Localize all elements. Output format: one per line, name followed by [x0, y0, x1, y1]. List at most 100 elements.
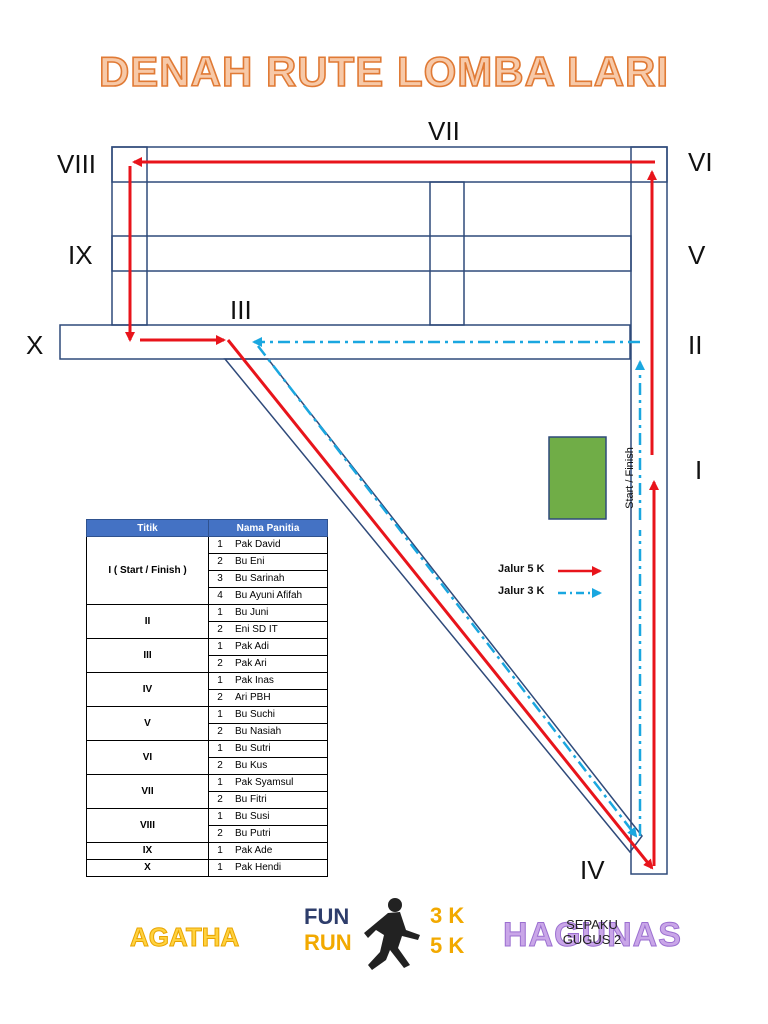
- table-cell-number: 2: [208, 553, 231, 571]
- point-label-vi: VI: [688, 147, 713, 177]
- table-header-nama: Nama Panitia: [208, 519, 328, 537]
- table-cell-name: Bu Sarinah: [231, 570, 328, 588]
- table-cell-number: 2: [208, 655, 231, 673]
- table-cell-name: Pak Ade: [231, 842, 328, 860]
- run-text: RUN: [304, 930, 352, 955]
- legend-5k-label: Jalur 5 K: [498, 563, 545, 575]
- table-cell-point: IV: [86, 672, 209, 707]
- runner-icon: [364, 898, 420, 970]
- table-cell-name: Bu Suchi: [231, 706, 328, 724]
- sepaku-gugus-label: SEPAKU GUGUS 2: [554, 917, 630, 947]
- table-cell-number: 2: [208, 689, 231, 707]
- point-label-x: X: [26, 330, 44, 360]
- table-cell-name: Bu Sutri: [231, 740, 328, 758]
- road-ix: [111, 235, 632, 272]
- road-diagonal: [223, 358, 643, 854]
- table-cell-point: VI: [86, 740, 209, 775]
- point-label-iv: IV: [580, 855, 605, 885]
- table-cell-number: 1: [208, 808, 231, 826]
- route-3k: [252, 337, 645, 838]
- table-cell-number: 2: [208, 723, 231, 741]
- table-cell-number: 1: [208, 672, 231, 690]
- field: [548, 436, 607, 520]
- table-cell-name: Bu Juni: [231, 604, 328, 622]
- table-cell-number: 1: [208, 706, 231, 724]
- table-cell-number: 2: [208, 757, 231, 775]
- point-label-ii: II: [688, 330, 703, 360]
- table-cell-name: Pak Hendi: [231, 859, 328, 877]
- point-label-v: V: [688, 240, 706, 270]
- committee-table: Titik Nama Panitia I ( Start / Finish )1…: [86, 519, 328, 877]
- point-label-vii: VII: [428, 116, 460, 146]
- table-cell-name: Pak Syamsul: [231, 774, 328, 792]
- table-cell-point: V: [86, 706, 209, 741]
- legend-3k-label: Jalur 3 K: [498, 585, 545, 597]
- table-cell-number: 1: [208, 842, 231, 860]
- road-right: [630, 146, 668, 875]
- table-cell-number: 4: [208, 587, 231, 605]
- table-cell-name: Bu Kus: [231, 757, 328, 775]
- table-cell-number: 2: [208, 825, 231, 843]
- table-header-titik: Titik: [86, 519, 209, 537]
- table-cell-point: I ( Start / Finish ): [86, 536, 209, 605]
- table-cell-name: Bu Susi: [231, 808, 328, 826]
- table-cell-number: 1: [208, 604, 231, 622]
- route-5k-seg-iii-iv: [226, 339, 654, 870]
- point-label-iii: III: [230, 295, 252, 325]
- table-cell-point: IX: [86, 842, 209, 860]
- table-cell-number: 1: [208, 536, 231, 554]
- table-cell-name: Pak Ari: [231, 655, 328, 673]
- point-label-ix: IX: [68, 240, 93, 270]
- table-cell-number: 2: [208, 791, 231, 809]
- table-cell-number: 3: [208, 570, 231, 588]
- table-cell-point: VII: [86, 774, 209, 809]
- hagunas-logo: HAGUNAS: [503, 916, 682, 955]
- fun-text: FUN: [304, 904, 350, 929]
- table-cell-name: Ari PBH: [231, 689, 328, 707]
- table-cell-name: Bu Ayuni Afifah: [231, 587, 328, 605]
- table-cell-name: Bu Fitri: [231, 791, 328, 809]
- table-cell-name: Eni SD IT: [231, 621, 328, 639]
- table-cell-number: 1: [208, 740, 231, 758]
- route-3k-seg-iii-iv: [257, 345, 638, 838]
- start-finish-label: Start / Finish: [624, 447, 636, 509]
- agatha-logo: AGATHA: [129, 922, 240, 953]
- table-cell-number: 2: [208, 621, 231, 639]
- table-cell-name: Pak Inas: [231, 672, 328, 690]
- table-cell-number: 1: [208, 638, 231, 656]
- distance-3k: 3 K: [430, 903, 465, 928]
- road-middle-v: [429, 181, 465, 326]
- point-label-viii: VIII: [57, 149, 97, 179]
- table-cell-name: Pak David: [231, 536, 328, 554]
- table-cell-point: II: [86, 604, 209, 639]
- table-cell-name: Pak Adi: [231, 638, 328, 656]
- page-title: DENAH RUTE LOMBA LARI: [98, 47, 670, 96]
- table-cell-name: Bu Eni: [231, 553, 328, 571]
- route-5k: [125, 157, 659, 870]
- table-cell-name: Bu Putri: [231, 825, 328, 843]
- table-cell-number: 1: [208, 859, 231, 877]
- table-cell-name: Bu Nasiah: [231, 723, 328, 741]
- distance-5k: 5 K: [430, 933, 465, 958]
- sepaku-line2: GUGUS 2: [562, 932, 622, 947]
- table-cell-point: III: [86, 638, 209, 673]
- point-label-i: I: [695, 455, 703, 485]
